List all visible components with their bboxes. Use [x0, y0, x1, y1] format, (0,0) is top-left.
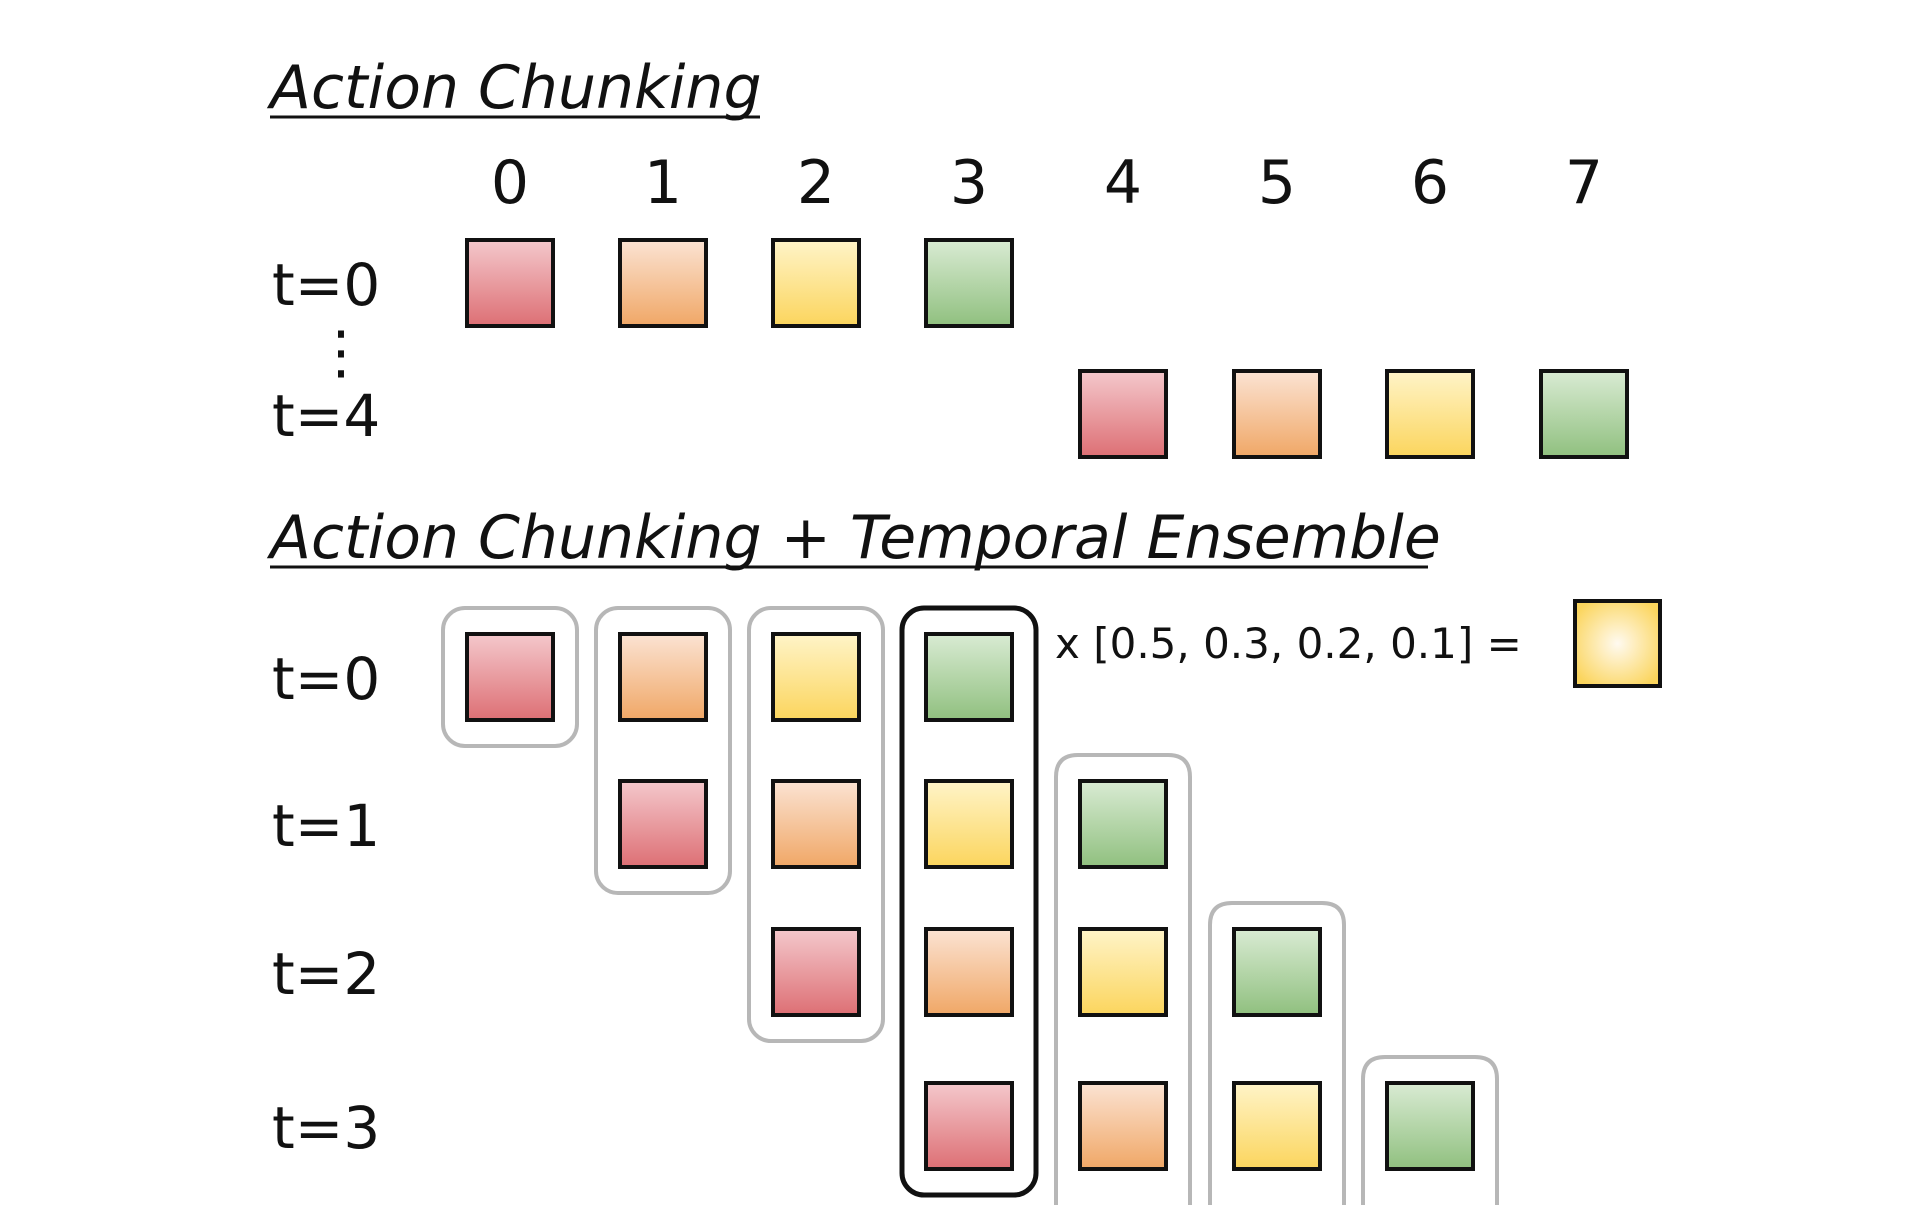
- row-label: t=3: [272, 1094, 380, 1162]
- section2-title: Action Chunking + Temporal Ensemble: [266, 503, 1441, 573]
- timestep-group-box: [1208, 901, 1346, 1205]
- timestep-label: 0: [491, 148, 529, 218]
- action-green: [1385, 1081, 1475, 1171]
- timestep-label: 1: [644, 148, 682, 218]
- action-yellow: [771, 632, 861, 722]
- timestep-group-box: [747, 606, 885, 1043]
- timestep-label: 7: [1565, 148, 1603, 218]
- section-action-chunking: Action Chunking 0 1 2 3 4 5 6 7 t=0 t=4 ⋮: [266, 53, 1629, 459]
- action-green: [1232, 927, 1322, 1017]
- row-label: t=0: [272, 645, 380, 713]
- action-red: [465, 632, 555, 722]
- timestep-header: 0 1 2 3 4 5 6 7: [491, 148, 1603, 218]
- timestep-label: 3: [950, 148, 988, 218]
- action-orange: [1232, 369, 1322, 459]
- action-red: [771, 927, 861, 1017]
- timestep-group-box: [441, 606, 579, 748]
- action-red: [924, 1081, 1014, 1171]
- action-yellow: [1232, 1081, 1322, 1171]
- timestep-group-box: [1054, 753, 1192, 1205]
- weight-formula: x [0.5, 0.3, 0.2, 0.1] =: [1055, 619, 1522, 668]
- action-yellow: [924, 779, 1014, 869]
- action-orange: [1078, 1081, 1168, 1171]
- timestep-label: 4: [1104, 148, 1142, 218]
- action-orange: [771, 779, 861, 869]
- action-green: [924, 632, 1014, 722]
- action-orange: [618, 238, 708, 328]
- action-orange: [924, 927, 1014, 1017]
- action-yellow: [771, 238, 861, 328]
- row-label: t=0: [272, 251, 380, 319]
- action-orange: [618, 632, 708, 722]
- action-green: [1539, 369, 1629, 459]
- row-label: t=1: [272, 792, 380, 860]
- row-label: t=4: [272, 382, 380, 450]
- ensembled-action-result: [1573, 599, 1662, 688]
- timestep-group-box: [1361, 1055, 1499, 1205]
- section2-rows: t=0 t=1 t=2 t=3: [272, 632, 1475, 1171]
- timestep-label: 5: [1258, 148, 1296, 218]
- ellipsis-vertical: ⋮: [312, 318, 370, 386]
- action-red: [1078, 369, 1168, 459]
- highlighted-timestep-group-box: [899, 605, 1039, 1198]
- action-green: [924, 238, 1014, 328]
- action-green: [1078, 779, 1168, 869]
- timestep-group-box: [594, 606, 732, 895]
- timestep-label: 6: [1411, 148, 1449, 218]
- section1-rows: t=0 t=4: [272, 238, 1629, 459]
- timestep-groups: [441, 605, 1499, 1205]
- timestep-label: 2: [797, 148, 835, 218]
- row-label: t=2: [272, 940, 380, 1008]
- action-yellow: [1385, 369, 1475, 459]
- action-red: [618, 779, 708, 869]
- action-yellow: [1078, 927, 1168, 1017]
- section1-title: Action Chunking: [266, 53, 762, 123]
- action-red: [465, 238, 555, 328]
- section-temporal-ensemble: Action Chunking + Temporal Ensemble t=0t…: [266, 503, 1662, 1205]
